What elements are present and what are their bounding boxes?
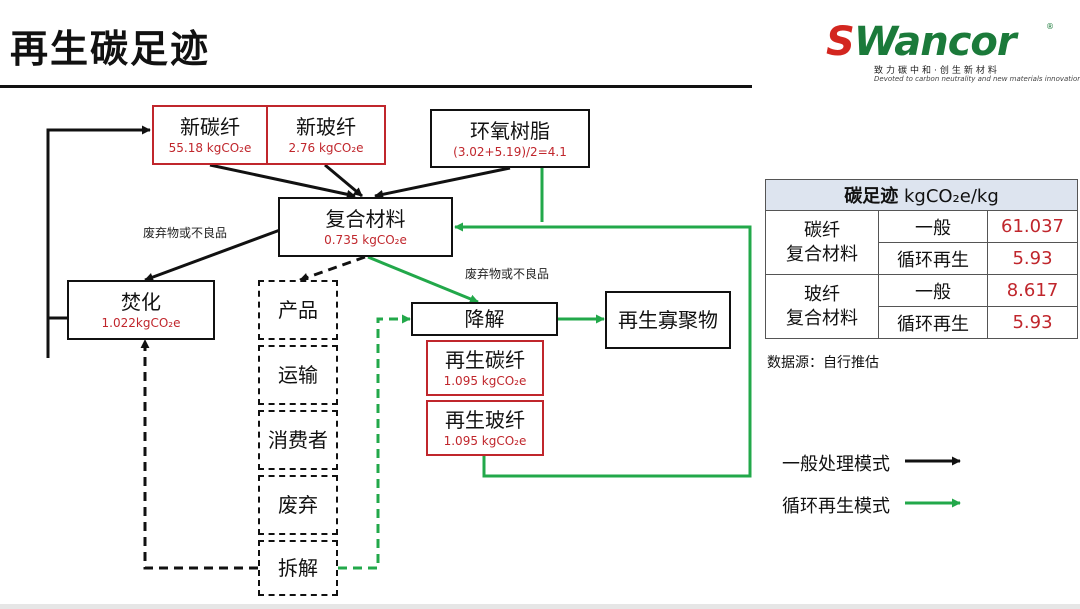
arrow-newgf-to-composite (324, 163, 363, 198)
node-transport: 运输 (258, 345, 338, 405)
arrow-recycled-to-composite (454, 222, 752, 478)
node-epoxy-resin-name: 环氧树脂 (470, 118, 550, 143)
node-recycled-carbon-fiber-value: 1.095 kgCO₂e (443, 374, 527, 388)
node-incineration-name: 焚化 (121, 290, 161, 314)
carbon-footprint-table: 碳足迹 kgCO₂e/kg 碳纤复合材料 一般 61.037 循环再生 5.93… (765, 179, 1078, 339)
table-source-note: 数据源：自行推估 (767, 355, 879, 371)
node-new-glass-fiber-value: 2.76 kgCO₂e (288, 141, 364, 155)
legend-recycle-label: 循环再生模式 (782, 496, 890, 517)
node-product: 产品 (258, 280, 338, 340)
table-material-gf-line2: 复合材料 (786, 307, 858, 329)
arrow-incineration-loop (46, 125, 151, 358)
node-dismantle-name: 拆解 (278, 556, 318, 580)
arrow-dismantle-to-incineration (140, 339, 258, 570)
table-cell-mode: 循环再生 (878, 242, 988, 275)
node-discard: 废弃 (258, 475, 338, 535)
node-epoxy-resin-value: (3.02+5.19)/2=4.1 (453, 144, 567, 159)
table-cell-value: 61.037 (987, 210, 1078, 243)
logo-wancor: Wancor (853, 19, 1017, 65)
logo-s: S (826, 19, 855, 65)
node-epoxy-resin: 环氧树脂 (3.02+5.19)/2=4.1 (430, 109, 590, 168)
node-recycled-carbon-fiber-name: 再生碳纤 (445, 348, 525, 372)
table-cell-value: 5.93 (987, 306, 1078, 339)
table-cell-mode: 循环再生 (878, 306, 988, 339)
footer-bar (0, 604, 1080, 609)
table-material-gf-line1: 玻纤 (804, 283, 840, 305)
node-new-carbon-fiber-value: 55.18 kgCO₂e (168, 141, 252, 155)
table-cell-mode: 一般 (878, 274, 988, 307)
table-cell-mode: 一般 (878, 210, 988, 243)
node-recycled-glass-fiber-value: 1.095 kgCO₂e (443, 434, 527, 448)
node-incineration-value: 1.022kgCO₂e (101, 316, 181, 330)
arrow-newcf-to-composite (209, 163, 356, 199)
arrow-composite-to-degrade (367, 255, 479, 304)
node-recycled-glass-fiber: 再生玻纤 1.095 kgCO₂e (426, 400, 544, 456)
node-recycled-glass-fiber-name: 再生玻纤 (445, 408, 525, 432)
node-new-glass-fiber: 新玻纤 2.76 kgCO₂e (266, 105, 386, 165)
note-waste-right: 废弃物或不良品 (465, 267, 550, 281)
table-header-unit: kgCO₂e/kg (903, 186, 999, 207)
node-consumer: 消费者 (258, 410, 338, 470)
node-dismantle: 拆解 (258, 540, 338, 596)
table-header: 碳足迹 kgCO₂e/kg (765, 179, 1078, 211)
legend-general-label: 一般处理模式 (782, 454, 890, 475)
node-new-carbon-fiber-name: 新碳纤 (180, 115, 240, 139)
arrow-composite-to-product (299, 255, 366, 282)
node-new-carbon-fiber: 新碳纤 55.18 kgCO₂e (152, 105, 268, 165)
node-discard-name: 废弃 (278, 493, 318, 517)
node-composite-name: 复合材料 (325, 207, 406, 231)
node-composite: 复合材料 0.735 kgCO₂e (278, 197, 453, 257)
title-underline (0, 85, 752, 88)
table-cell-value: 5.93 (987, 242, 1078, 275)
page-title: 再生碳足迹 (10, 27, 211, 71)
arrow-dismantle-to-degrade (338, 314, 411, 570)
table-header-title: 碳足迹 (844, 186, 899, 207)
logo-registered-mark: ® (1046, 22, 1054, 31)
node-incineration: 焚化 1.022kgCO₂e (67, 280, 215, 340)
node-oligomer: 再生寡聚物 (605, 291, 731, 349)
node-degrade: 降解 (411, 302, 558, 336)
node-new-glass-fiber-name: 新玻纤 (296, 115, 356, 139)
table-cell-value: 8.617 (987, 274, 1078, 307)
logo-wordmark: SWancor (826, 19, 1017, 65)
arrow-epoxy-to-composite (374, 166, 511, 199)
node-recycled-carbon-fiber: 再生碳纤 1.095 kgCO₂e (426, 340, 544, 396)
table-material-cf-line2: 复合材料 (786, 243, 858, 265)
logo-tagline-en: Devoted to carbon neutrality and new mat… (874, 75, 1080, 83)
logo-tagline-cn: 致力碳中和·创生新材料 (874, 66, 1000, 76)
node-oligomer-name: 再生寡聚物 (618, 308, 718, 332)
swancor-logo: SWancor ® 致力碳中和·创生新材料 Devoted to carbon … (826, 19, 1080, 83)
node-transport-name: 运输 (278, 363, 318, 387)
table-material-cf-line1: 碳纤 (804, 219, 840, 241)
node-degrade-name: 降解 (464, 307, 505, 331)
node-composite-value: 0.735 kgCO₂e (324, 233, 407, 247)
table-material-cf: 碳纤复合材料 (765, 210, 879, 275)
node-consumer-name: 消费者 (268, 428, 328, 452)
node-product-name: 产品 (278, 298, 318, 322)
arrow-composite-to-incineration (144, 228, 281, 282)
note-waste-left: 废弃物或不良品 (143, 226, 228, 240)
table-material-gf: 玻纤复合材料 (765, 274, 879, 339)
